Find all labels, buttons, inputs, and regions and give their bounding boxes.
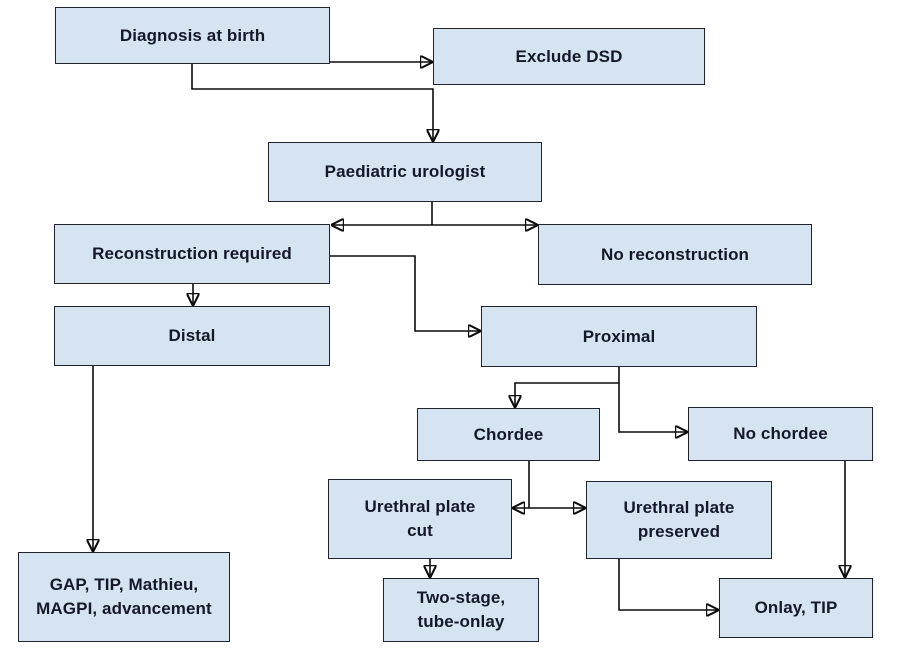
node-paediatric-urologist: Paediatric urologist xyxy=(268,142,542,202)
arrow-diagnosis-to-paediatric-urologist xyxy=(191,64,433,142)
node-label: GAP, TIP, Mathieu, MAGPI, advancement xyxy=(36,575,212,618)
node-label: Two-stage, tube-onlay xyxy=(416,588,506,631)
node-label: Chordee xyxy=(473,424,544,444)
node-distal: Distal xyxy=(54,306,330,366)
node-label: No reconstruction xyxy=(600,244,750,264)
node-urethral-plate-preserved: Urethral plate preserved xyxy=(586,481,772,559)
node-label: Distal xyxy=(168,326,216,346)
node-chordee: Chordee xyxy=(417,408,600,461)
node-two-stage-tube-onlay: Two-stage, tube-onlay xyxy=(383,578,539,642)
node-diagnosis-at-birth: Diagnosis at birth xyxy=(55,7,330,64)
node-label: Urethral plate cut xyxy=(364,497,476,540)
node-label: Onlay, TIP xyxy=(754,598,838,618)
node-urethral-plate-cut: Urethral plate cut xyxy=(328,479,512,559)
node-exclude-dsd: Exclude DSD xyxy=(433,28,705,85)
arrow-proximal-to-chordee xyxy=(515,382,619,408)
node-label: No chordee xyxy=(733,424,828,444)
node-proximal: Proximal xyxy=(481,306,757,367)
arrow-plate-preserved-to-onlay-tip xyxy=(618,559,719,610)
node-label: Paediatric urologist xyxy=(324,162,486,182)
node-no-reconstruction: No reconstruction xyxy=(538,224,812,285)
node-label: Urethral plate preserved xyxy=(623,498,735,541)
node-reconstruction-required: Reconstruction required xyxy=(54,224,330,284)
node-onlay-tip: Onlay, TIP xyxy=(719,578,873,638)
arrow-reconstruction-to-proximal xyxy=(330,255,481,331)
node-label: Exclude DSD xyxy=(515,46,623,66)
node-label: Diagnosis at birth xyxy=(119,25,266,45)
node-distal-procedures: GAP, TIP, Mathieu, MAGPI, advancement xyxy=(18,552,230,642)
arrow-proximal-to-no-chordee xyxy=(618,367,688,432)
node-label: Reconstruction required xyxy=(92,244,292,264)
node-label: Proximal xyxy=(582,326,656,346)
node-no-chordee: No chordee xyxy=(688,407,873,461)
